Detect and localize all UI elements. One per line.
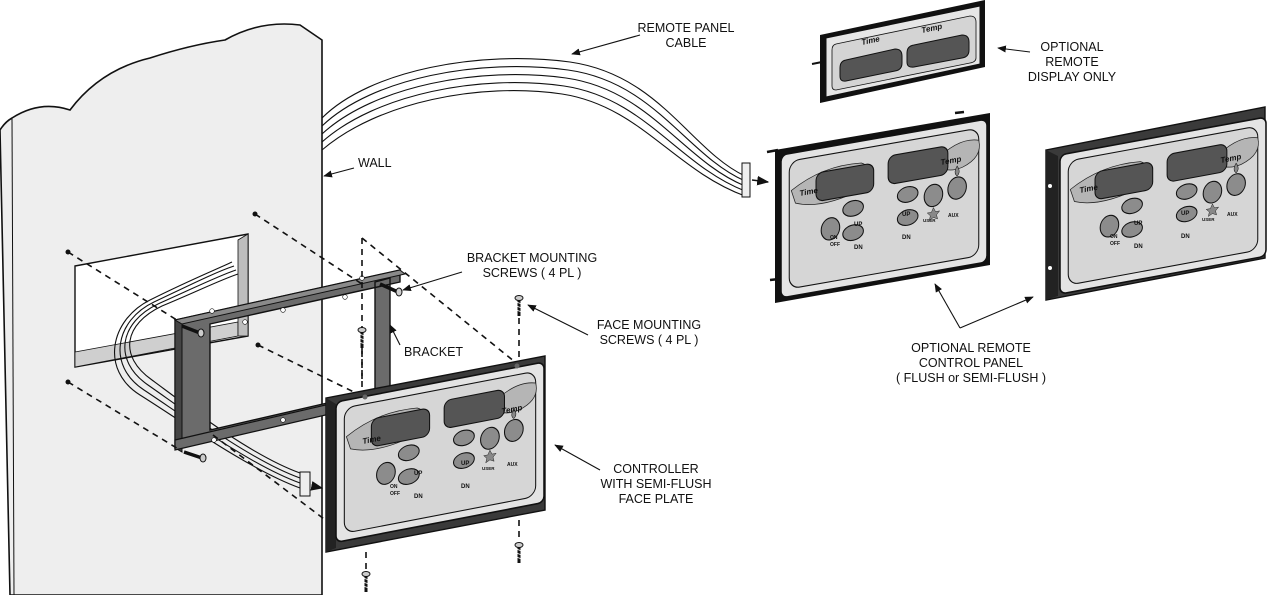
controller xyxy=(325,355,546,553)
remote-cable-label-2: CABLE xyxy=(666,36,707,50)
bracket-screws xyxy=(181,282,403,463)
semiflush-dn2-label: DN xyxy=(1181,234,1190,240)
controller-up2-label: UP xyxy=(461,461,469,467)
bracket-label: BRACKET xyxy=(404,345,463,359)
display-time-label: Time xyxy=(861,34,882,47)
face-screws-label-2: SCREWS ( 4 PL ) xyxy=(600,333,699,347)
optional-remote-label-1: OPTIONAL REMOTE xyxy=(911,341,1031,355)
flush-aux-label: AUX xyxy=(948,213,959,219)
controller-label-3: FACE PLATE xyxy=(619,492,694,506)
controller-label-2: WITH SEMI-FLUSH xyxy=(600,477,711,491)
semiflush-dn-label: DN xyxy=(1134,244,1143,250)
display-temp-label: Temp xyxy=(921,22,944,35)
face-screws-label-1: FACE MOUNTING xyxy=(597,318,701,332)
flush-up2-label: UP xyxy=(902,212,910,218)
flush-up-label: UP xyxy=(854,222,862,228)
optional-remote-label-3: ( FLUSH or SEMI-FLUSH ) xyxy=(896,371,1046,385)
flush-dn2-label: DN xyxy=(902,235,911,241)
controller-user-label: USER xyxy=(482,466,495,471)
semiflush-user-label: USER xyxy=(1202,217,1215,222)
semiflush-time-label: Time xyxy=(1079,182,1099,194)
optional-remote-label-2: CONTROL PANEL xyxy=(919,356,1023,370)
controller-temp-label: Temp xyxy=(501,403,523,416)
controller-dn2-label: DN xyxy=(461,484,470,490)
controller-cable xyxy=(114,261,301,489)
controller-time-label: Time xyxy=(362,433,382,445)
controller-aux-label: AUX xyxy=(507,462,518,468)
flush-off-label: OFF xyxy=(830,242,840,248)
alignment-lines xyxy=(67,213,520,572)
controller-label-1: CONTROLLER xyxy=(613,462,698,476)
semiflush-on-label: ON xyxy=(1110,234,1118,240)
remote-display xyxy=(811,0,985,103)
semiflush-up-label: UP xyxy=(1134,221,1142,227)
optional-display-label-3: DISPLAY ONLY xyxy=(1028,70,1117,84)
remote-cable-label-1: REMOTE PANEL xyxy=(637,21,734,35)
controller-up-label: UP xyxy=(414,471,422,477)
wall-label: WALL xyxy=(358,156,392,170)
flush-time-label: Time xyxy=(799,186,819,198)
semiflush-up2-label: UP xyxy=(1181,211,1189,217)
remote-panel-flush xyxy=(766,110,990,303)
semiflush-off-label: OFF xyxy=(1110,241,1120,247)
optional-display-label-1: OPTIONAL xyxy=(1040,40,1103,54)
bracket-screws-label-2: SCREWS ( 4 PL ) xyxy=(483,266,582,280)
callout-arrows xyxy=(323,34,1034,471)
flush-user-label: USER xyxy=(923,218,936,223)
bracket-screws-label-1: BRACKET MOUNTING xyxy=(467,251,597,265)
controller-off-label: OFF xyxy=(390,491,400,497)
controller-dn-label: DN xyxy=(414,494,423,500)
flush-dn-label: DN xyxy=(854,245,863,251)
controller-on-label: ON xyxy=(390,484,398,490)
flush-on-label: ON xyxy=(830,235,838,241)
semiflush-aux-label: AUX xyxy=(1227,212,1238,218)
remote-panel-semiflush xyxy=(1045,106,1267,301)
flush-temp-label: Temp xyxy=(940,154,962,167)
remote-panel-cable xyxy=(321,58,746,197)
semiflush-temp-label: Temp xyxy=(1220,152,1242,165)
optional-display-label-2: REMOTE xyxy=(1045,55,1098,69)
panel-labels: Time Temp UP DN ON OFF UP DN USER AUX Ti… xyxy=(362,22,1242,500)
callout-labels: REMOTE PANEL CABLE OPTIONAL REMOTE DISPL… xyxy=(358,21,1117,506)
